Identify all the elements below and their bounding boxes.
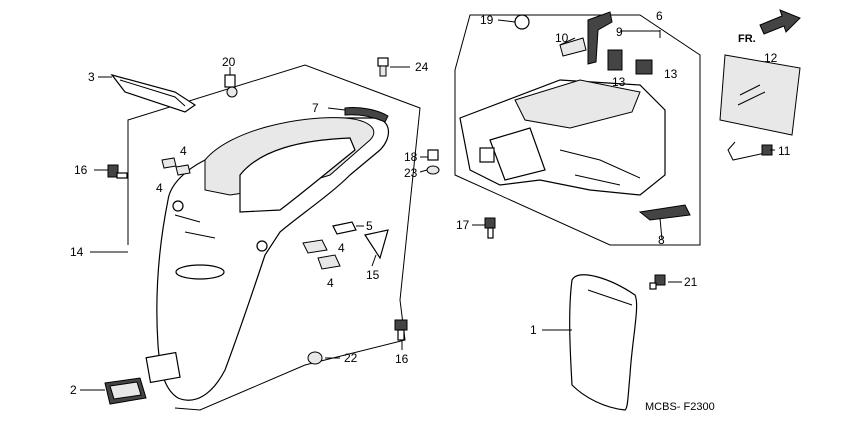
callout-19: 19: [480, 13, 494, 27]
callout-15: 15: [366, 268, 380, 282]
front-direction-label: FR.: [738, 33, 756, 45]
callout-6: 6: [656, 9, 663, 23]
mudguard-part-1[interactable]: [569, 274, 638, 411]
clip-part-13-b[interactable]: [635, 59, 653, 75]
callout-1: 1: [530, 323, 537, 337]
sheet-part-15[interactable]: [364, 229, 389, 260]
pad-part-4-c[interactable]: [302, 239, 328, 254]
callout-11: 11: [778, 144, 791, 158]
bolt-part-17[interactable]: [484, 217, 496, 239]
screw-part-21[interactable]: [649, 274, 666, 290]
pad-part-4-a[interactable]: [161, 157, 177, 169]
inner-fender-part-6[interactable]: [459, 79, 666, 196]
strip-part-7[interactable]: [344, 107, 389, 123]
callout-4b: 4: [156, 181, 163, 195]
seal-part-3[interactable]: [110, 73, 197, 113]
callout-13a: 13: [612, 75, 626, 89]
front-direction-arrow: FR.: [738, 9, 801, 45]
callout-10: 10: [555, 31, 569, 45]
callout-22: 22: [344, 351, 358, 365]
bolt-part-16-lower[interactable]: [394, 319, 408, 341]
callout-2: 2: [70, 383, 77, 397]
callout-12: 12: [764, 51, 778, 65]
harness-part-11[interactable]: [727, 141, 773, 161]
callout-20: 20: [222, 55, 236, 69]
callout-13b: 13: [664, 67, 678, 81]
clip-part-18[interactable]: [427, 149, 439, 161]
callout-numbers: 1 2 3 4 4 4 4 5 6 7 8 9 10 11 12 13 13 1…: [70, 9, 791, 397]
callout-18: 18: [404, 150, 418, 164]
callout-21: 21: [684, 275, 698, 289]
bolt-part-16-upper[interactable]: [107, 164, 128, 179]
callout-24: 24: [415, 60, 429, 74]
callout-8: 8: [658, 233, 665, 247]
diagram-code: MCBS- F2300: [645, 401, 715, 413]
grommet-part-22[interactable]: [307, 351, 323, 365]
bolt-part-24[interactable]: [377, 57, 389, 77]
rear-fender-part-14[interactable]: [145, 117, 389, 401]
callout-9: 9: [616, 25, 623, 39]
callout-17: 17: [456, 218, 470, 232]
callout-7: 7: [312, 101, 319, 115]
callout-5: 5: [366, 219, 373, 233]
leader-lines: [80, 19, 775, 391]
callout-4d: 4: [327, 276, 334, 290]
callout-4a: 4: [180, 144, 187, 158]
bolt-part-20[interactable]: [224, 74, 238, 98]
pad-part-4-d[interactable]: [317, 254, 341, 270]
reflector-part-2[interactable]: [104, 377, 147, 405]
nut-part-23[interactable]: [426, 165, 440, 175]
sheet-part-8[interactable]: [638, 204, 691, 221]
sheet-part-5[interactable]: [332, 221, 357, 235]
callout-16b: 16: [395, 352, 409, 366]
pad-part-4-b[interactable]: [175, 164, 191, 176]
strap-part-9[interactable]: [587, 11, 613, 65]
block-part-10[interactable]: [559, 37, 587, 57]
callout-23: 23: [404, 166, 418, 180]
callout-14: 14: [70, 245, 84, 259]
clip-part-13-a[interactable]: [607, 49, 623, 71]
inner-fender-group-outline: [454, 14, 701, 246]
callout-4c: 4: [338, 241, 345, 255]
callout-16a: 16: [74, 163, 88, 177]
callout-3: 3: [88, 70, 95, 84]
band-part-19[interactable]: [514, 14, 530, 30]
label-part-12[interactable]: [719, 54, 801, 136]
